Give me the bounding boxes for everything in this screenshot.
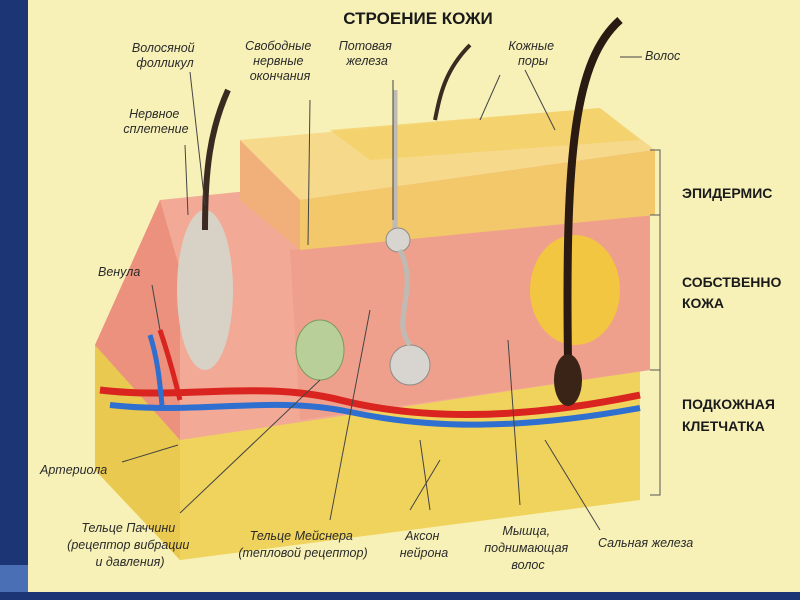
label-skin-pores: Кожные поры — [508, 39, 557, 68]
label-venule: Венула — [98, 265, 140, 279]
label-nerve-plexus: Нервное сплетение — [123, 107, 188, 136]
label-arteriole: Артериола — [39, 463, 107, 477]
label-muscle: Мышца, поднимающая волос — [484, 524, 571, 572]
label-free-nerve-endings: Свободные нервные окончания — [245, 39, 315, 83]
label-sweat-gland: Потовая железа — [339, 39, 396, 68]
layer-hypodermis: ПОДКОЖНАЯ КЛЕТЧАТКА — [682, 396, 779, 434]
sebaceous-gland-shape — [530, 235, 620, 345]
layer-dermis: СОБСТВЕННО КОЖА — [682, 274, 785, 311]
label-hair: Волос — [645, 49, 681, 63]
surface-hair — [435, 45, 470, 120]
layer-epidermis: ЭПИДЕРМИС — [682, 185, 772, 201]
label-hair-follicle: Волосяной фолликул — [132, 41, 198, 70]
label-sebaceous: Сальная железа — [598, 536, 693, 550]
diagram-title: СТРОЕНИЕ КОЖИ — [343, 9, 492, 28]
pacinian-shape — [296, 320, 344, 380]
label-pacinian: Тельце Паччини (рецептор вибрации и давл… — [67, 521, 193, 569]
label-axon: Аксон нейрона — [400, 529, 449, 560]
